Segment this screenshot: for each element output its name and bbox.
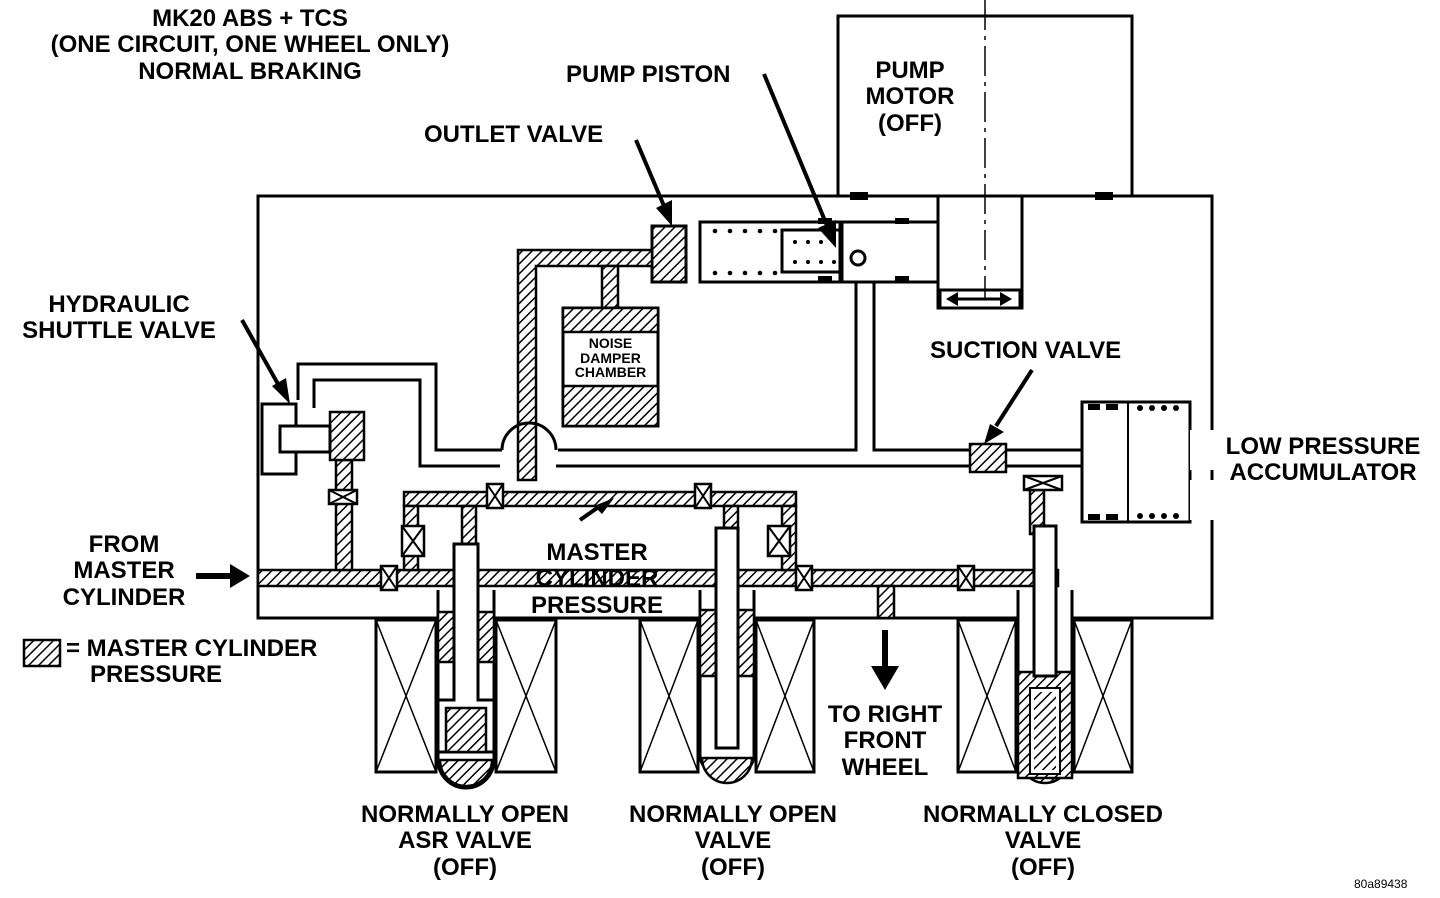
label-noise-damper-chamber: NOISE DAMPER CHAMBER	[574, 335, 647, 381]
label-from-master-cylinder: FROM MASTER CYLINDER	[62, 531, 186, 611]
label-pump-motor: PUMP MOTOR (OFF)	[865, 57, 955, 137]
label-to-right-front-wheel: TO RIGHT FRONT WHEEL	[827, 701, 943, 781]
label-pump-piston: PUMP PISTON	[566, 61, 731, 88]
low-pressure-accumulator	[1080, 400, 1192, 524]
label-normally-closed-valve: NORMALLY CLOSED VALVE (OFF)	[922, 801, 1164, 881]
diagram-title: MK20 ABS + TCS (ONE CIRCUIT, ONE WHEEL O…	[50, 5, 450, 85]
no-valve-plunger	[714, 526, 740, 750]
nc-valve-plunger	[1032, 524, 1058, 678]
hydraulic-unit-body	[256, 194, 1214, 620]
legend-hatch-swatch	[22, 638, 62, 668]
label-suction-valve: SUCTION VALVE	[930, 337, 1122, 364]
outlet-valve	[650, 224, 688, 284]
label-outlet-valve: OUTLET VALVE	[424, 121, 604, 148]
asr-valve-plunger	[436, 542, 496, 754]
label-hydraulic-shuttle-valve: HYDRAULIC SHUTTLE VALVE	[22, 291, 216, 345]
legend-text: = MASTER CYLINDER PRESSURE	[66, 635, 318, 689]
label-low-pressure-accumulator: LOW PRESSURE ACCUMULATOR	[1225, 433, 1421, 487]
figure-id: 80a89438	[1354, 877, 1408, 891]
label-normally-open-asr-valve: NORMALLY OPEN ASR VALVE (OFF)	[360, 801, 570, 881]
label-normally-open-valve: NORMALLY OPEN VALVE (OFF)	[628, 801, 838, 881]
suction-valve	[968, 442, 1008, 474]
label-master-cylinder-pressure: MASTER CYLINDER PRESSURE	[530, 539, 664, 619]
